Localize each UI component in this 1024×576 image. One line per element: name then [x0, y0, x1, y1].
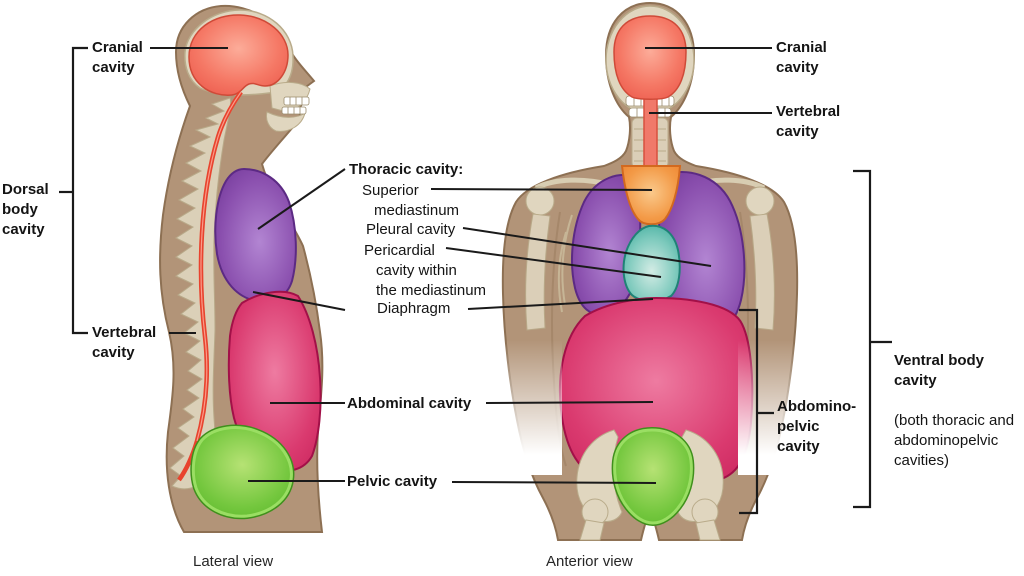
leader-diaphragm-left — [252, 291, 346, 311]
label-pleural-cavity: Pleural cavity — [366, 221, 456, 238]
anterior-vertebral-cavity-strip — [643, 93, 658, 173]
anterior-superior-mediastinum-region — [620, 165, 682, 226]
label-cranial-cavity-lateral: Cranial cavity — [92, 39, 143, 76]
label-dorsal-body-cavity: Dorsal body cavity — [2, 181, 49, 238]
lateral-teeth-lines — [287, 97, 303, 114]
anterior-humerus-left — [525, 213, 551, 331]
anterior-figure — [500, 1, 800, 541]
label-vertebral-cavity-lateral: Vertebral cavity — [92, 324, 157, 361]
leader-pelvic-right — [451, 481, 657, 484]
anterior-shoulder-bone-right — [745, 186, 775, 216]
anterior-shoulder-bone-left — [525, 186, 555, 216]
label-pericardial-cavity: Pericardial cavity within the mediastinu… — [364, 242, 487, 299]
lateral-abdominal-cavity-region — [227, 290, 322, 472]
lateral-upper-teeth — [283, 96, 310, 106]
anterior-femur-shaft-right — [695, 519, 721, 541]
abdominopelvic-bracket — [739, 308, 759, 515]
ventral-body-cavity-bracket — [853, 169, 872, 509]
caption-lateral-view: Lateral view — [193, 553, 274, 570]
ventral-body-cavity-note: (both thoracic and abdominopelvic caviti… — [894, 412, 1015, 469]
leader-pericardial — [445, 247, 662, 278]
label-cranial-cavity-anterior: Cranial cavity — [776, 39, 827, 76]
leader-thoracic-header — [257, 168, 346, 230]
brackets — [59, 46, 892, 515]
lateral-figure — [159, 4, 324, 533]
label-vertebral-cavity-anterior: Vertebral cavity — [776, 103, 841, 140]
anterior-arm-fade-left — [500, 340, 562, 475]
leader-superior-mediastinum — [430, 188, 653, 191]
anterior-cranial-cavity-region — [613, 15, 687, 100]
caption-anterior-view: Anterior view — [546, 553, 633, 570]
anterior-humerus-right — [749, 213, 775, 331]
label-superior-mediastinum: Superior mediastinum — [362, 182, 460, 219]
label-pelvic-cavity: Pelvic cavity — [347, 473, 438, 490]
lateral-pelvic-cavity-region — [191, 426, 293, 518]
lateral-thoracic-cavity-region — [214, 167, 297, 303]
anterior-femur-shaft-left — [579, 519, 605, 541]
label-abdominopelvic-cavity: Abdomino- pelvic cavity — [777, 398, 857, 455]
label-thoracic-cavity-header: Thoracic cavity: — [349, 161, 464, 178]
lateral-cranial-cavity-region — [188, 14, 289, 96]
leader-abdominal-right — [485, 401, 654, 404]
leader-pleural — [462, 227, 712, 267]
dorsal-body-cavity-bracket — [71, 46, 88, 335]
lateral-cord-highlight — [196, 91, 242, 442]
lateral-mandible-bone — [266, 111, 306, 132]
label-abdominal-cavity: Abdominal cavity — [347, 395, 472, 412]
leader-lines — [150, 47, 772, 484]
label-diaphragm: Diaphragm — [377, 300, 451, 317]
ventral-body-cavity-title: Ventral body cavity — [894, 352, 985, 389]
label-ventral-body-cavity: Ventral body cavity (both thoracic and a… — [894, 331, 1014, 491]
anterior-arm-fade-right — [738, 340, 800, 475]
anterior-pelvic-cavity-region — [613, 428, 693, 525]
leader-diaphragm-right — [467, 298, 654, 310]
